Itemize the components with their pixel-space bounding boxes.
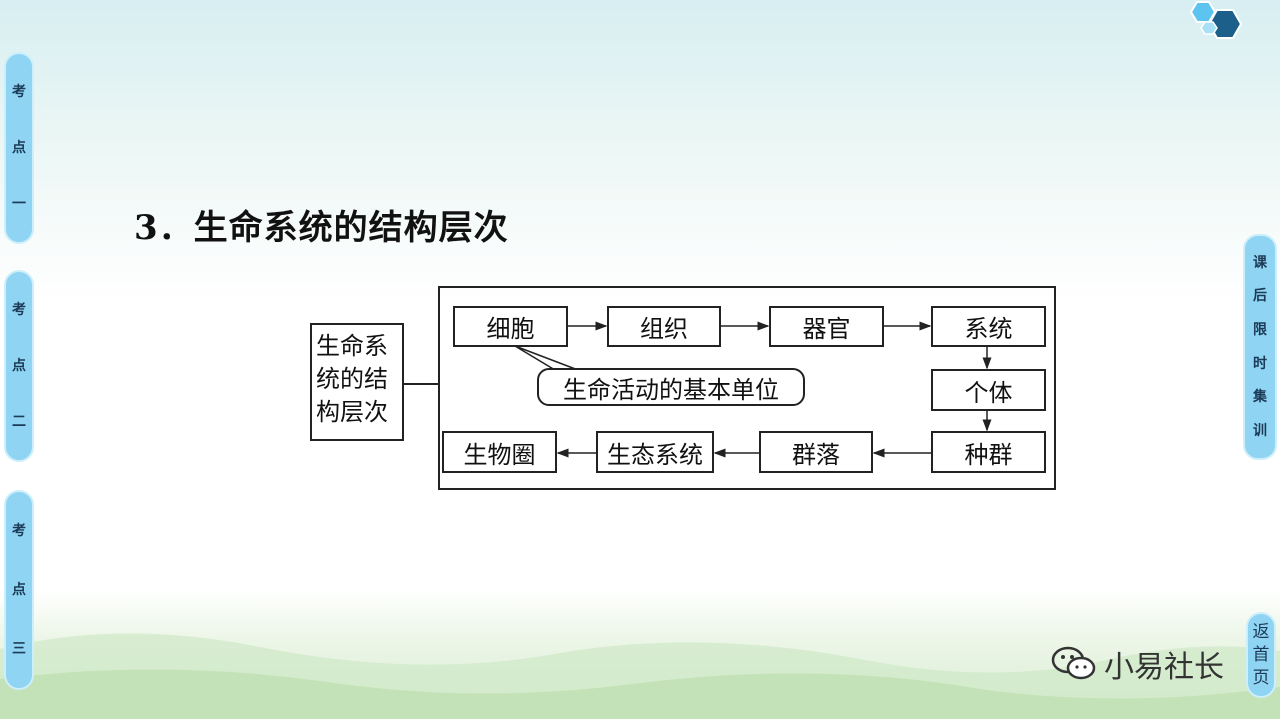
tab-right-char: 时 (1253, 355, 1267, 372)
tab-topic-2-char: 二 (12, 414, 26, 430)
tab-topic-3[interactable]: 考 点 三 (4, 490, 34, 690)
slide-title: 3．生命系统的结构层次 (134, 208, 509, 248)
tab-right-char: 课 (1253, 254, 1267, 271)
callout-pointer (514, 345, 579, 371)
tab-topic-1-char: 一 (12, 196, 26, 212)
home-button-char: 返 (1252, 621, 1270, 642)
left-label-line: 构层次 (316, 398, 388, 426)
node-community: 群落 (759, 431, 873, 473)
wechat-icon (1051, 646, 1096, 680)
home-button-char: 页 (1252, 667, 1270, 688)
left-label-line: 统的结 (316, 365, 388, 393)
tab-topic-1-char: 点 (12, 140, 26, 156)
tab-right-char: 限 (1253, 322, 1267, 339)
home-button[interactable]: 返 首 页 (1246, 612, 1276, 698)
node-population: 种群 (931, 431, 1046, 473)
tab-topic-2[interactable]: 考 点 二 (4, 270, 34, 462)
left-label-line: 生命系 (316, 332, 388, 360)
diagram-frame (438, 286, 1056, 490)
node-tissue: 组织 (607, 306, 721, 347)
node-ecosystem: 生态系统 (596, 431, 714, 473)
cell-callout: 生命活动的基本单位 (537, 368, 805, 406)
tab-topic-1-char: 考 (12, 84, 26, 100)
tab-topic-2-char: 点 (12, 358, 26, 374)
node-system: 系统 (931, 306, 1046, 347)
node-individual: 个体 (931, 369, 1046, 411)
tab-after-class-training[interactable]: 课 后 限 时 集 训 (1243, 234, 1277, 460)
node-cell: 细胞 (453, 306, 568, 347)
diagram-left-label: 生命系 统的结 构层次 (310, 323, 404, 441)
node-biosphere: 生物圈 (442, 431, 557, 473)
background-hills (0, 633, 1280, 719)
left-connector-line (404, 383, 438, 385)
tab-right-char: 训 (1253, 423, 1267, 440)
tab-right-char: 集 (1253, 389, 1267, 406)
tab-topic-3-char: 点 (12, 581, 26, 598)
hexagon-logo-icon (1189, 0, 1243, 39)
home-button-char: 首 (1252, 644, 1270, 665)
watermark: 小易社长 (1050, 642, 1224, 686)
node-organ: 器官 (769, 306, 884, 347)
tab-topic-3-char: 三 (12, 640, 26, 657)
tab-topic-2-char: 考 (12, 302, 26, 318)
tab-right-char: 后 (1253, 288, 1267, 305)
tab-topic-3-char: 考 (12, 523, 26, 540)
watermark-text: 小易社长 (1104, 650, 1224, 685)
tab-topic-1[interactable]: 考 点 一 (4, 52, 34, 244)
